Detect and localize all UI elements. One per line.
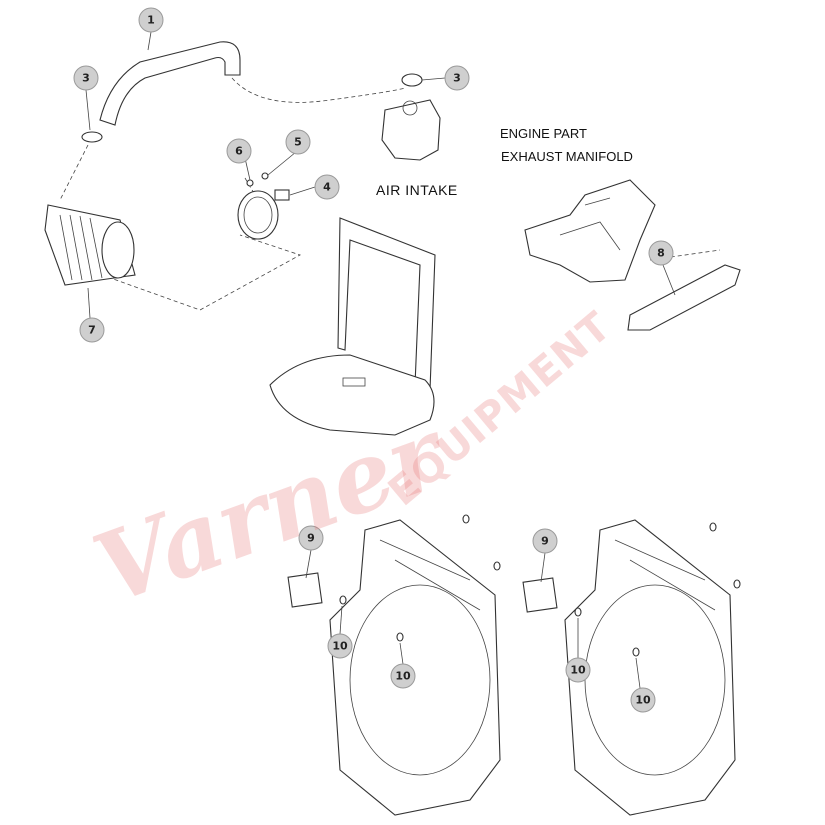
grommets bbox=[339, 514, 741, 657]
engine-part-label: ENGINE PART bbox=[500, 126, 587, 141]
svg-text:10: 10 bbox=[332, 640, 348, 653]
callout-9: 9 bbox=[298, 525, 324, 551]
mounting-bracket-part bbox=[269, 217, 436, 436]
callout-8: 8 bbox=[648, 240, 674, 266]
svg-text:3: 3 bbox=[453, 72, 461, 85]
svg-text:10: 10 bbox=[395, 670, 411, 683]
callout-3: 3 bbox=[73, 65, 99, 91]
svg-text:5: 5 bbox=[294, 136, 302, 149]
hose-part bbox=[99, 41, 241, 126]
air-intake-part bbox=[381, 99, 441, 161]
fan-shroud-left bbox=[329, 519, 501, 816]
air-intake-label: AIR INTAKE bbox=[376, 182, 458, 198]
svg-text:10: 10 bbox=[635, 694, 651, 707]
callout-4: 4 bbox=[314, 174, 340, 200]
svg-text:7: 7 bbox=[88, 324, 96, 337]
callout-9: 9 bbox=[532, 528, 558, 554]
clamp-part bbox=[401, 73, 423, 87]
svg-text:9: 9 bbox=[307, 532, 315, 545]
callout-1: 1 bbox=[138, 7, 164, 33]
svg-text:6: 6 bbox=[235, 145, 243, 158]
svg-text:9: 9 bbox=[541, 535, 549, 548]
callout-10: 10 bbox=[630, 687, 656, 713]
svg-text:4: 4 bbox=[323, 181, 331, 194]
heat-shield-part bbox=[627, 264, 741, 331]
callout-10: 10 bbox=[327, 633, 353, 659]
svg-text:10: 10 bbox=[570, 664, 586, 677]
callout-10: 10 bbox=[390, 663, 416, 689]
svg-text:8: 8 bbox=[657, 247, 665, 260]
gasket-part bbox=[287, 572, 323, 608]
clamp-part bbox=[81, 131, 103, 143]
air-filter-part bbox=[44, 204, 136, 286]
exhaust-manifold-part bbox=[524, 179, 656, 283]
callout-3: 3 bbox=[444, 65, 470, 91]
svg-text:1: 1 bbox=[147, 14, 155, 27]
exhaust-manifold-label: EXHAUST MANIFOLD bbox=[501, 149, 633, 164]
callout-10: 10 bbox=[565, 657, 591, 683]
callout-7: 7 bbox=[79, 317, 105, 343]
callout-5: 5 bbox=[285, 129, 311, 155]
fan-shroud-right bbox=[564, 519, 736, 816]
callout-6: 6 bbox=[226, 138, 252, 164]
svg-text:3: 3 bbox=[82, 72, 90, 85]
gasket-part bbox=[522, 577, 558, 613]
